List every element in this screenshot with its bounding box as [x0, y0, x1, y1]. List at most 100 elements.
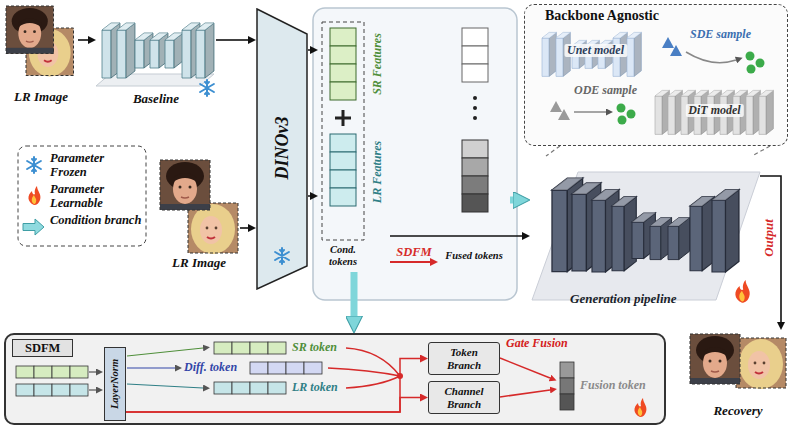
token-panel: [330, 64, 356, 82]
sdfm-illustration: [34, 384, 52, 396]
sdfm-illustration: [268, 342, 286, 354]
sdfm-illustration: [34, 366, 52, 378]
token-panel: [313, 8, 517, 300]
sample-label: ODE sample: [574, 84, 637, 98]
token-panel: [462, 28, 488, 46]
token-panel: [330, 28, 356, 100]
sdfm-illustration: [560, 394, 574, 410]
frozen-icon: [275, 248, 289, 264]
model-caption: Baseline: [96, 92, 216, 107]
output-photo: [690, 334, 740, 384]
token-panel: [335, 110, 351, 126]
encoder-label: DINOv3: [272, 117, 293, 180]
sdfm-illustration: [214, 382, 286, 394]
sdfm-illustration: [214, 382, 232, 394]
sdfm-illustration: [89, 371, 96, 372]
output-photo: [690, 334, 786, 389]
ode-illustration: [558, 109, 570, 120]
box-label: Channel Branch: [429, 382, 499, 413]
sde-illustration: [746, 52, 755, 61]
connector: [351, 272, 358, 316]
token-panel: [313, 8, 517, 300]
baseline-illustration: [200, 80, 214, 96]
module-tag: SDFM: [12, 339, 73, 357]
legend-item: Condition branch: [22, 213, 144, 243]
sdfm-illustration: [214, 342, 232, 354]
connector: [240, 227, 248, 229]
sde-illustration: [686, 52, 736, 63]
sdfm-illustration: [52, 366, 70, 378]
sdfm-illustration: [250, 362, 268, 374]
legend-frame: [18, 146, 146, 246]
sdfm-illustration: [328, 348, 400, 388]
output-photo: [690, 334, 740, 384]
box-label: Token Branch: [429, 343, 499, 374]
legend-sample: [22, 213, 46, 241]
sdfm-illustration: [560, 362, 574, 378]
connector: [760, 176, 781, 322]
sdfm-illustration: [16, 366, 88, 378]
dit-illustration: [746, 90, 760, 134]
token-panel: [322, 22, 364, 240]
legend-item: Parameter Frozen: [22, 151, 144, 181]
sdfm-illustration: [127, 348, 203, 356]
legend-sample: [22, 151, 46, 179]
token-label: SR token: [292, 341, 337, 355]
input-photo: [6, 6, 74, 76]
sdfm-illustration: [232, 342, 250, 354]
sdfm-illustration: [127, 384, 203, 388]
connector: [546, 146, 560, 156]
baseline-illustration: [196, 23, 214, 78]
input-photo: [160, 160, 210, 210]
sdfm-illustration: [286, 362, 304, 374]
token-group: Fused tokens: [438, 18, 510, 272]
sdfm-illustration: [250, 362, 322, 374]
token-panel: [462, 176, 488, 194]
ode-illustration: [574, 111, 606, 113]
token-panel: [330, 134, 356, 206]
connector: [126, 398, 420, 413]
baseline-illustration: [165, 33, 183, 68]
sde-illustration: [756, 59, 765, 68]
sde-illustration: [747, 65, 756, 74]
input-photo: [160, 160, 238, 254]
token-panel: [330, 188, 356, 206]
unet-illustration: [627, 32, 641, 76]
sdfm-illustration: [634, 398, 646, 417]
sdfm-illustration: [89, 389, 96, 390]
sdfm-illustration: [500, 358, 550, 378]
ode-illustration: [617, 104, 626, 113]
box-label: LayerNorm: [109, 359, 121, 409]
generation-model: Generation pipeline: [530, 156, 760, 317]
sdfm-illustration: [250, 342, 268, 354]
token-panel: [330, 134, 356, 152]
legend-text: Parameter Frozen: [50, 151, 144, 180]
unet-illustration: [542, 32, 641, 76]
panel-heading: Backbone Agnostic: [545, 8, 765, 24]
ode-illustration: [550, 101, 636, 125]
baseline-model: Baseline: [96, 14, 216, 110]
sde-illustration: [662, 37, 765, 74]
input-photo: [160, 160, 210, 210]
pipeline-illustration: [532, 172, 760, 303]
connector: [308, 195, 310, 197]
model-label: DiT model: [685, 104, 743, 118]
token-panel: [330, 152, 356, 170]
branch-box: Token Branch: [428, 342, 500, 375]
ode-illustration: [618, 116, 627, 125]
token-panel: [330, 170, 356, 188]
sdfm-illustration: [127, 367, 175, 368]
legend-icon: [23, 219, 44, 235]
dashed-guide: [752, 146, 770, 156]
output-photo: [736, 338, 786, 389]
baseline-illustration: [117, 23, 135, 78]
output-photo: [736, 338, 786, 388]
sdfm-illustration: [70, 384, 88, 396]
pipeline-illustration: [532, 172, 760, 300]
sdfm-illustration: [268, 382, 286, 394]
legend-text: Condition branch: [50, 213, 144, 227]
pipeline-illustration: [712, 190, 739, 273]
connector: [126, 359, 420, 413]
token-label: LR token: [292, 381, 338, 395]
